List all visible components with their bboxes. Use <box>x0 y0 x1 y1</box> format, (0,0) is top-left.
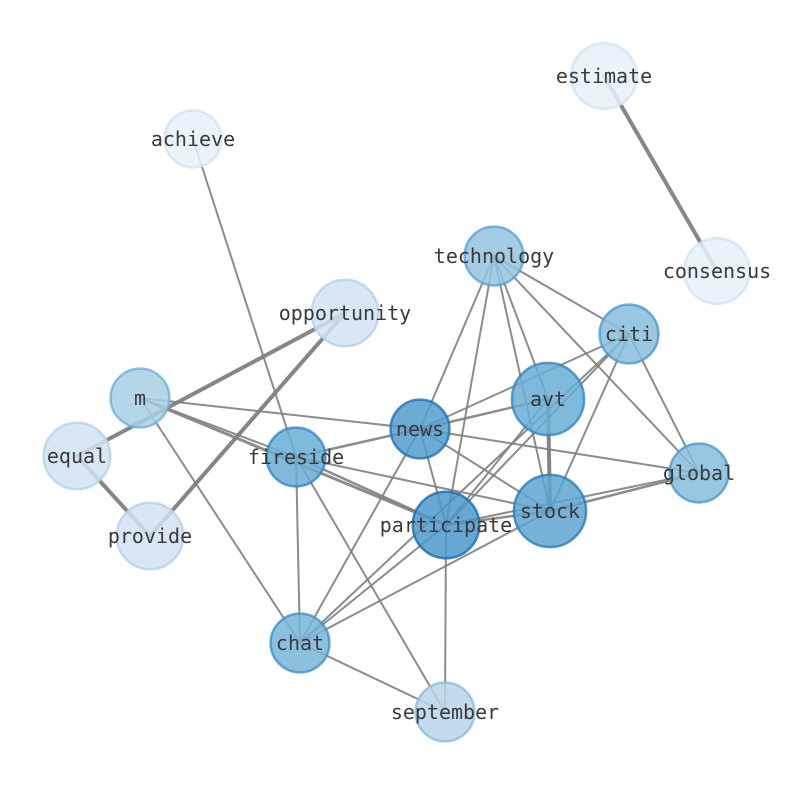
edge-m-news <box>139 397 421 430</box>
node-label-global: global <box>663 461 735 485</box>
node-provide <box>115 501 185 571</box>
edge-stock-chat <box>299 510 551 644</box>
node-label-citi: citi <box>605 322 653 346</box>
node-label-achieve: achieve <box>151 127 235 151</box>
node-label-september: september <box>391 700 499 724</box>
edge-estimate-consensus <box>602 74 719 273</box>
node-label-avt: avt <box>530 387 566 411</box>
node-label-stock: stock <box>520 499 580 523</box>
node-news <box>389 398 451 460</box>
edge-news-chat <box>299 428 421 644</box>
edge-achieve-fireside <box>192 138 297 458</box>
node-label-equal: equal <box>47 444 107 468</box>
node-global <box>668 442 730 504</box>
edge-news-global <box>419 428 700 474</box>
labels-layer: estimate consensus achieve technology opport… <box>47 64 771 724</box>
node-consensus <box>682 236 752 306</box>
node-label-consensus: consensus <box>663 259 771 283</box>
node-label-opportunity: opportunity <box>279 301 411 325</box>
edge-technology-news <box>419 255 495 430</box>
node-label-technology: technology <box>434 244 554 268</box>
node-participate <box>411 490 481 560</box>
edge-fireside-chat <box>295 456 301 644</box>
node-label-estimate: estimate <box>556 64 652 88</box>
node-avt <box>510 361 586 437</box>
node-m <box>109 367 171 429</box>
edge-m-chat <box>139 397 301 644</box>
node-label-m: m <box>134 386 146 410</box>
edges-layer <box>75 74 719 713</box>
node-opportunity <box>310 278 380 348</box>
node-citi <box>598 303 660 365</box>
node-technology <box>463 225 525 287</box>
node-achieve <box>163 109 223 169</box>
node-label-news: news <box>396 417 444 441</box>
edge-opportunity-equal <box>75 311 347 458</box>
node-chat <box>269 612 331 674</box>
node-label-participate: participate <box>380 513 512 537</box>
edge-technology-participate <box>445 255 495 526</box>
node-equal <box>42 421 112 491</box>
edge-fireside-september <box>295 456 446 713</box>
node-label-provide: provide <box>108 524 192 548</box>
edge-opportunity-provide <box>148 311 347 538</box>
node-label-fireside: fireside <box>248 445 344 469</box>
node-september <box>414 681 476 743</box>
node-stock <box>512 473 588 549</box>
edge-fireside-stock <box>295 456 551 512</box>
nodes-layer <box>42 41 752 743</box>
node-fireside <box>265 426 327 488</box>
node-estimate <box>569 41 639 111</box>
node-label-chat: chat <box>276 631 324 655</box>
